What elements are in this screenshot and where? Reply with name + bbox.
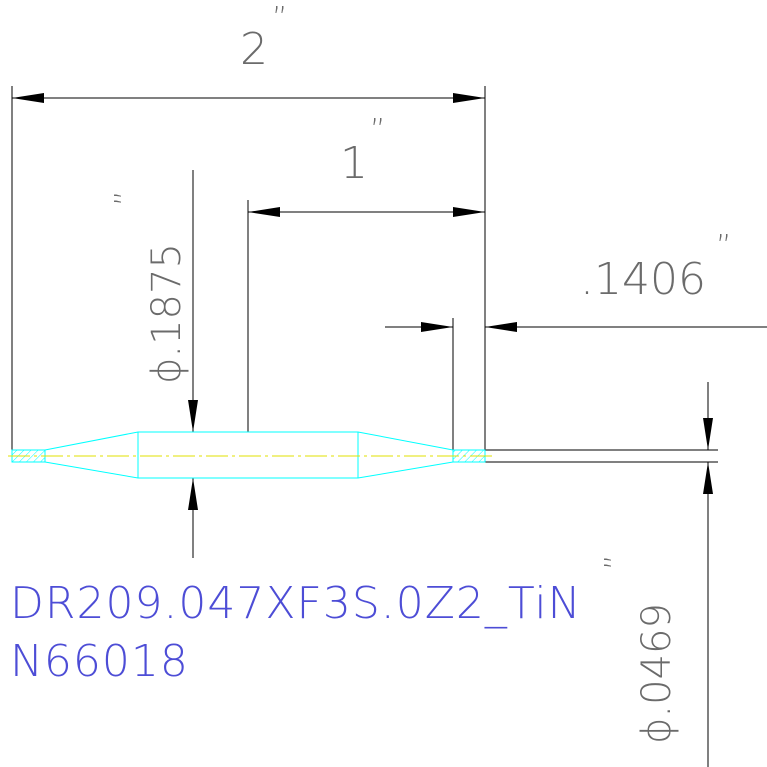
overall-length-label: 2: [240, 24, 268, 75]
shank-diameter-label: ϕ.1875: [144, 243, 190, 384]
point-diameter-label: ϕ.0469: [634, 603, 680, 744]
arrowhead-bottom: [188, 478, 198, 510]
inch-mark: ”: [109, 190, 144, 206]
body-lower-outline: [12, 461, 485, 479]
flute-length-label: 1: [340, 138, 368, 189]
arrowhead-left: [421, 322, 453, 332]
point-diameter-dimension: ϕ.0469 ”: [485, 382, 718, 767]
inch-mark: ”: [272, 1, 288, 36]
shank-diameter-dimension: ϕ.1875 ”: [109, 170, 198, 558]
tool-outline: [11, 431, 486, 479]
arrowhead-right: [453, 207, 485, 217]
point-length-label: .1406: [580, 254, 706, 305]
flute-length-dimension: 1 ”: [247, 113, 485, 432]
arrowhead-top: [188, 400, 198, 432]
arrowhead-right: [453, 93, 485, 103]
arrowhead-left: [12, 93, 44, 103]
inch-mark: ”: [716, 229, 732, 264]
inch-mark: ”: [370, 113, 386, 148]
point-length-dimension: .1406 ”: [385, 229, 767, 452]
part-number-label: DR209.047XF3S.0Z2_TiN: [10, 578, 582, 629]
inch-mark: ”: [599, 554, 634, 570]
body-upper-outline: [12, 431, 485, 451]
part-id-label: N66018: [10, 636, 189, 687]
arrowhead-top: [703, 418, 713, 450]
arrowhead-bottom: [703, 462, 713, 494]
arrowhead-left: [248, 207, 280, 217]
arrowhead-right: [485, 322, 517, 332]
overall-length-dimension: 2 ”: [11, 1, 486, 452]
